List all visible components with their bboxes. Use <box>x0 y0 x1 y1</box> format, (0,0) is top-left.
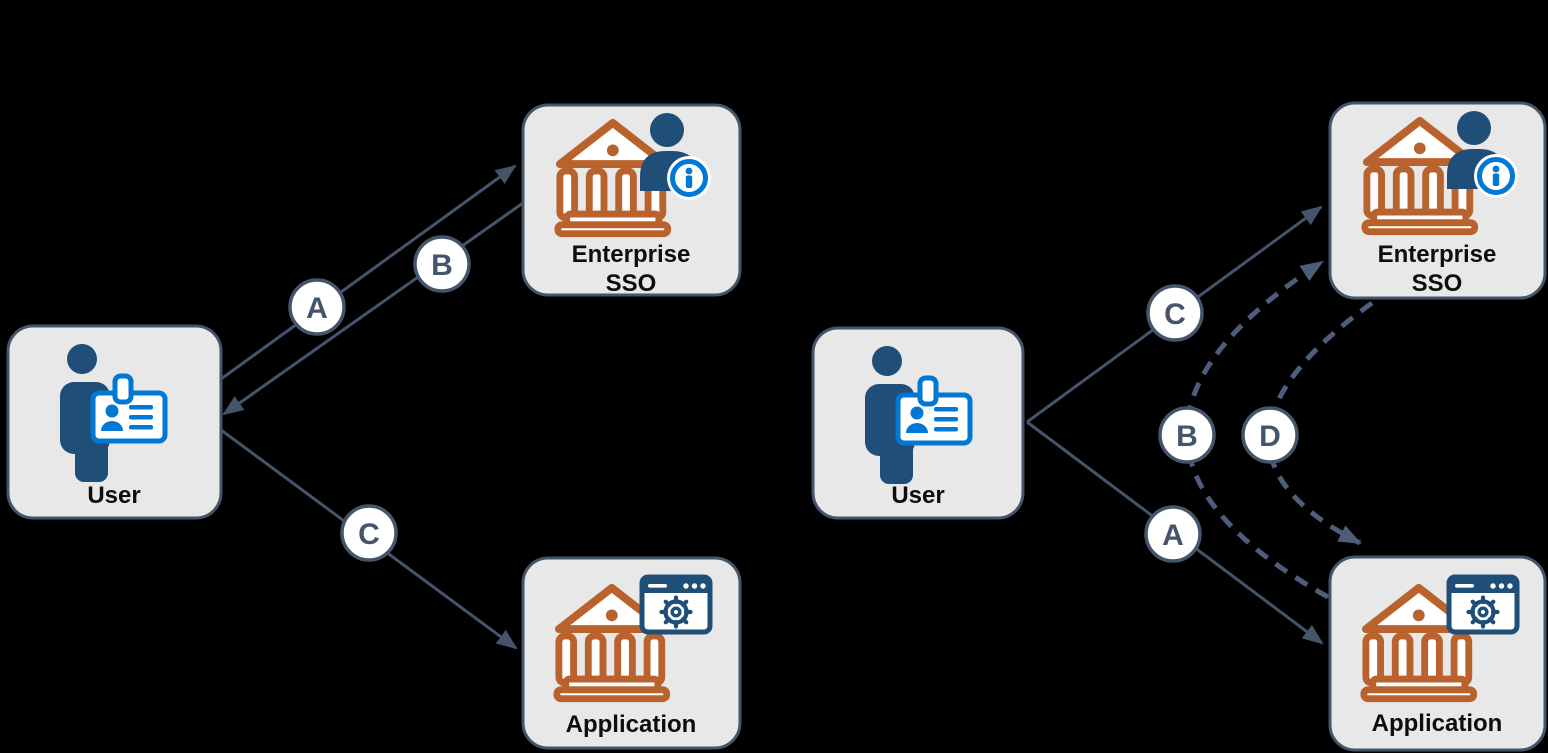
edge-badge-a-letter: A <box>1162 519 1184 552</box>
node-enterprise-sso: Enterprise SSO <box>1328 101 1547 300</box>
node-application: Application <box>521 556 742 750</box>
sso-label-line2: SSO <box>1412 270 1463 297</box>
edge-badge-c-letter: C <box>358 518 380 551</box>
sso-label-line2: SSO <box>606 270 657 297</box>
right-diagram: User Enterprise SSO Application <box>811 101 1547 752</box>
edge-badge-d: D <box>1241 406 1299 464</box>
node-user: User <box>6 324 223 520</box>
app-label: Application <box>1372 710 1503 737</box>
edge-badge-b: B <box>413 235 471 293</box>
edge-badge-b: B <box>1158 406 1216 464</box>
edge-b-sso-to-user <box>222 201 524 416</box>
node-enterprise-sso: Enterprise SSO <box>521 103 742 297</box>
sso-label-line1: Enterprise <box>1378 241 1497 268</box>
edge-badge-d-letter: D <box>1259 420 1281 453</box>
edge-badge-a: A <box>1144 505 1202 563</box>
edge-badge-b-letter: B <box>431 249 453 282</box>
app-label: Application <box>566 711 697 738</box>
edge-badge-a: A <box>288 278 346 336</box>
edge-badge-c-letter: C <box>1164 298 1186 331</box>
sso-label-line1: Enterprise <box>572 241 691 268</box>
edge-badge-a-letter: A <box>306 292 328 325</box>
node-application: Application <box>1328 555 1547 752</box>
edge-badge-c: C <box>340 504 398 562</box>
edge-a-user-to-sso <box>220 164 517 381</box>
edge-badge-b-letter: B <box>1176 420 1198 453</box>
node-user: User <box>811 326 1025 520</box>
edge-badge-c: C <box>1146 284 1204 342</box>
left-diagram: User Enterprise SSO Application <box>6 103 742 750</box>
user-label: User <box>891 482 944 509</box>
browser-gear-icon <box>642 577 710 632</box>
browser-gear-icon <box>1449 577 1517 632</box>
user-label: User <box>87 482 140 509</box>
